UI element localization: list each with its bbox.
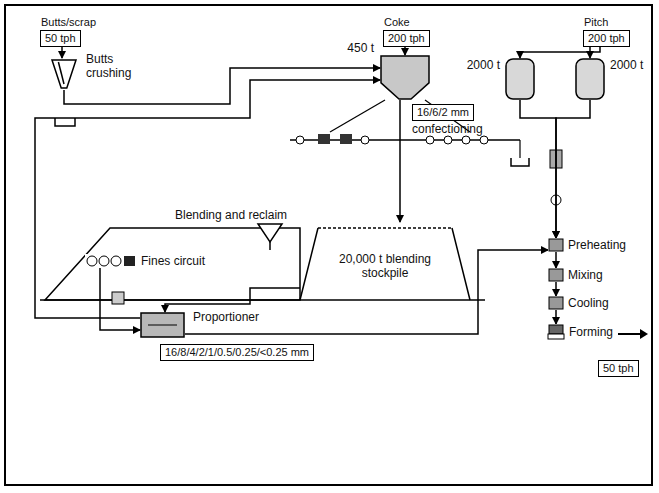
equipment-icon (547, 324, 565, 340)
value-box: 16/8/4/2/1/0.5/0.25/<0.25 mm (160, 344, 314, 361)
process-step: Fines circuit (85, 254, 205, 268)
step-name: Forming (569, 325, 613, 339)
equipment-icon (548, 268, 564, 282)
value-text: 16/6/2 mm (417, 106, 469, 119)
unit-label: 20,000 t blending stockpile (330, 252, 440, 280)
unit-label: 2000 t (467, 58, 500, 72)
equipment-icon (548, 296, 564, 310)
flow-line (399, 100, 401, 222)
flow-line (589, 47, 591, 58)
flow-line (35, 80, 380, 318)
unit-label: Proportioner (193, 310, 259, 324)
note-label: Blending and reclaim (175, 208, 287, 222)
step-name: Cooling (568, 296, 609, 310)
process-step: Cooling (548, 296, 609, 310)
equipment-icon (85, 254, 137, 268)
unit-label: Butts crushing (86, 52, 142, 80)
feed-rate-box: Coke200 tph (383, 30, 430, 47)
tank-outline (505, 58, 535, 100)
feed-rate: 200 tph (388, 32, 425, 45)
silo-outline (380, 55, 430, 100)
flow-line (100, 268, 140, 330)
prop-unit: Proportioner (140, 312, 185, 338)
step-name: Mixing (568, 268, 603, 282)
pile-unit: 20,000 t blending stockpile (300, 222, 470, 300)
prop-outline (140, 312, 185, 338)
stream-name: Pitch (584, 16, 608, 29)
step-name: Preheating (568, 238, 626, 252)
silo-unit: 450 t (380, 55, 430, 100)
note-label: confectioning (412, 122, 483, 136)
flow-line (556, 100, 590, 238)
flow-line (555, 252, 557, 268)
stream-name: Coke (384, 16, 410, 29)
tank-outline (575, 58, 605, 100)
flow-line (61, 47, 63, 58)
value-box: 16/6/2 mm (412, 104, 474, 121)
flow-line (520, 47, 600, 58)
equipment-icon (548, 238, 564, 252)
crusher-outline (50, 58, 78, 90)
feed-rate: 50 tph (45, 32, 76, 45)
process-step: Preheating (548, 238, 626, 252)
feed-rate: 200 tph (588, 32, 625, 45)
crusher-unit: Butts crushing (50, 58, 78, 90)
unit-label: 2000 t (610, 58, 643, 72)
value-text: 50 tph (603, 362, 634, 375)
flow-line (555, 310, 557, 324)
unit-label: 450 t (347, 41, 374, 55)
process-step: Forming (547, 324, 613, 340)
flow-line (404, 47, 406, 55)
flow-line (520, 100, 556, 238)
flow-line (165, 288, 300, 312)
step-name: Fines circuit (141, 254, 205, 268)
tank-unit: 2000 t (505, 58, 535, 100)
tank-unit: 2000 t (575, 58, 605, 100)
process-step: Mixing (548, 268, 603, 282)
flow-line (185, 250, 548, 334)
value-text: 16/8/4/2/1/0.5/0.25/<0.25 mm (165, 346, 309, 359)
feed-rate-box: Butts/scrap50 tph (40, 30, 81, 47)
flow-line (555, 282, 557, 296)
stream-name: Butts/scrap (41, 16, 96, 29)
value-box: 50 tph (598, 360, 639, 377)
feed-rate-box: Pitch200 tph (583, 30, 630, 47)
